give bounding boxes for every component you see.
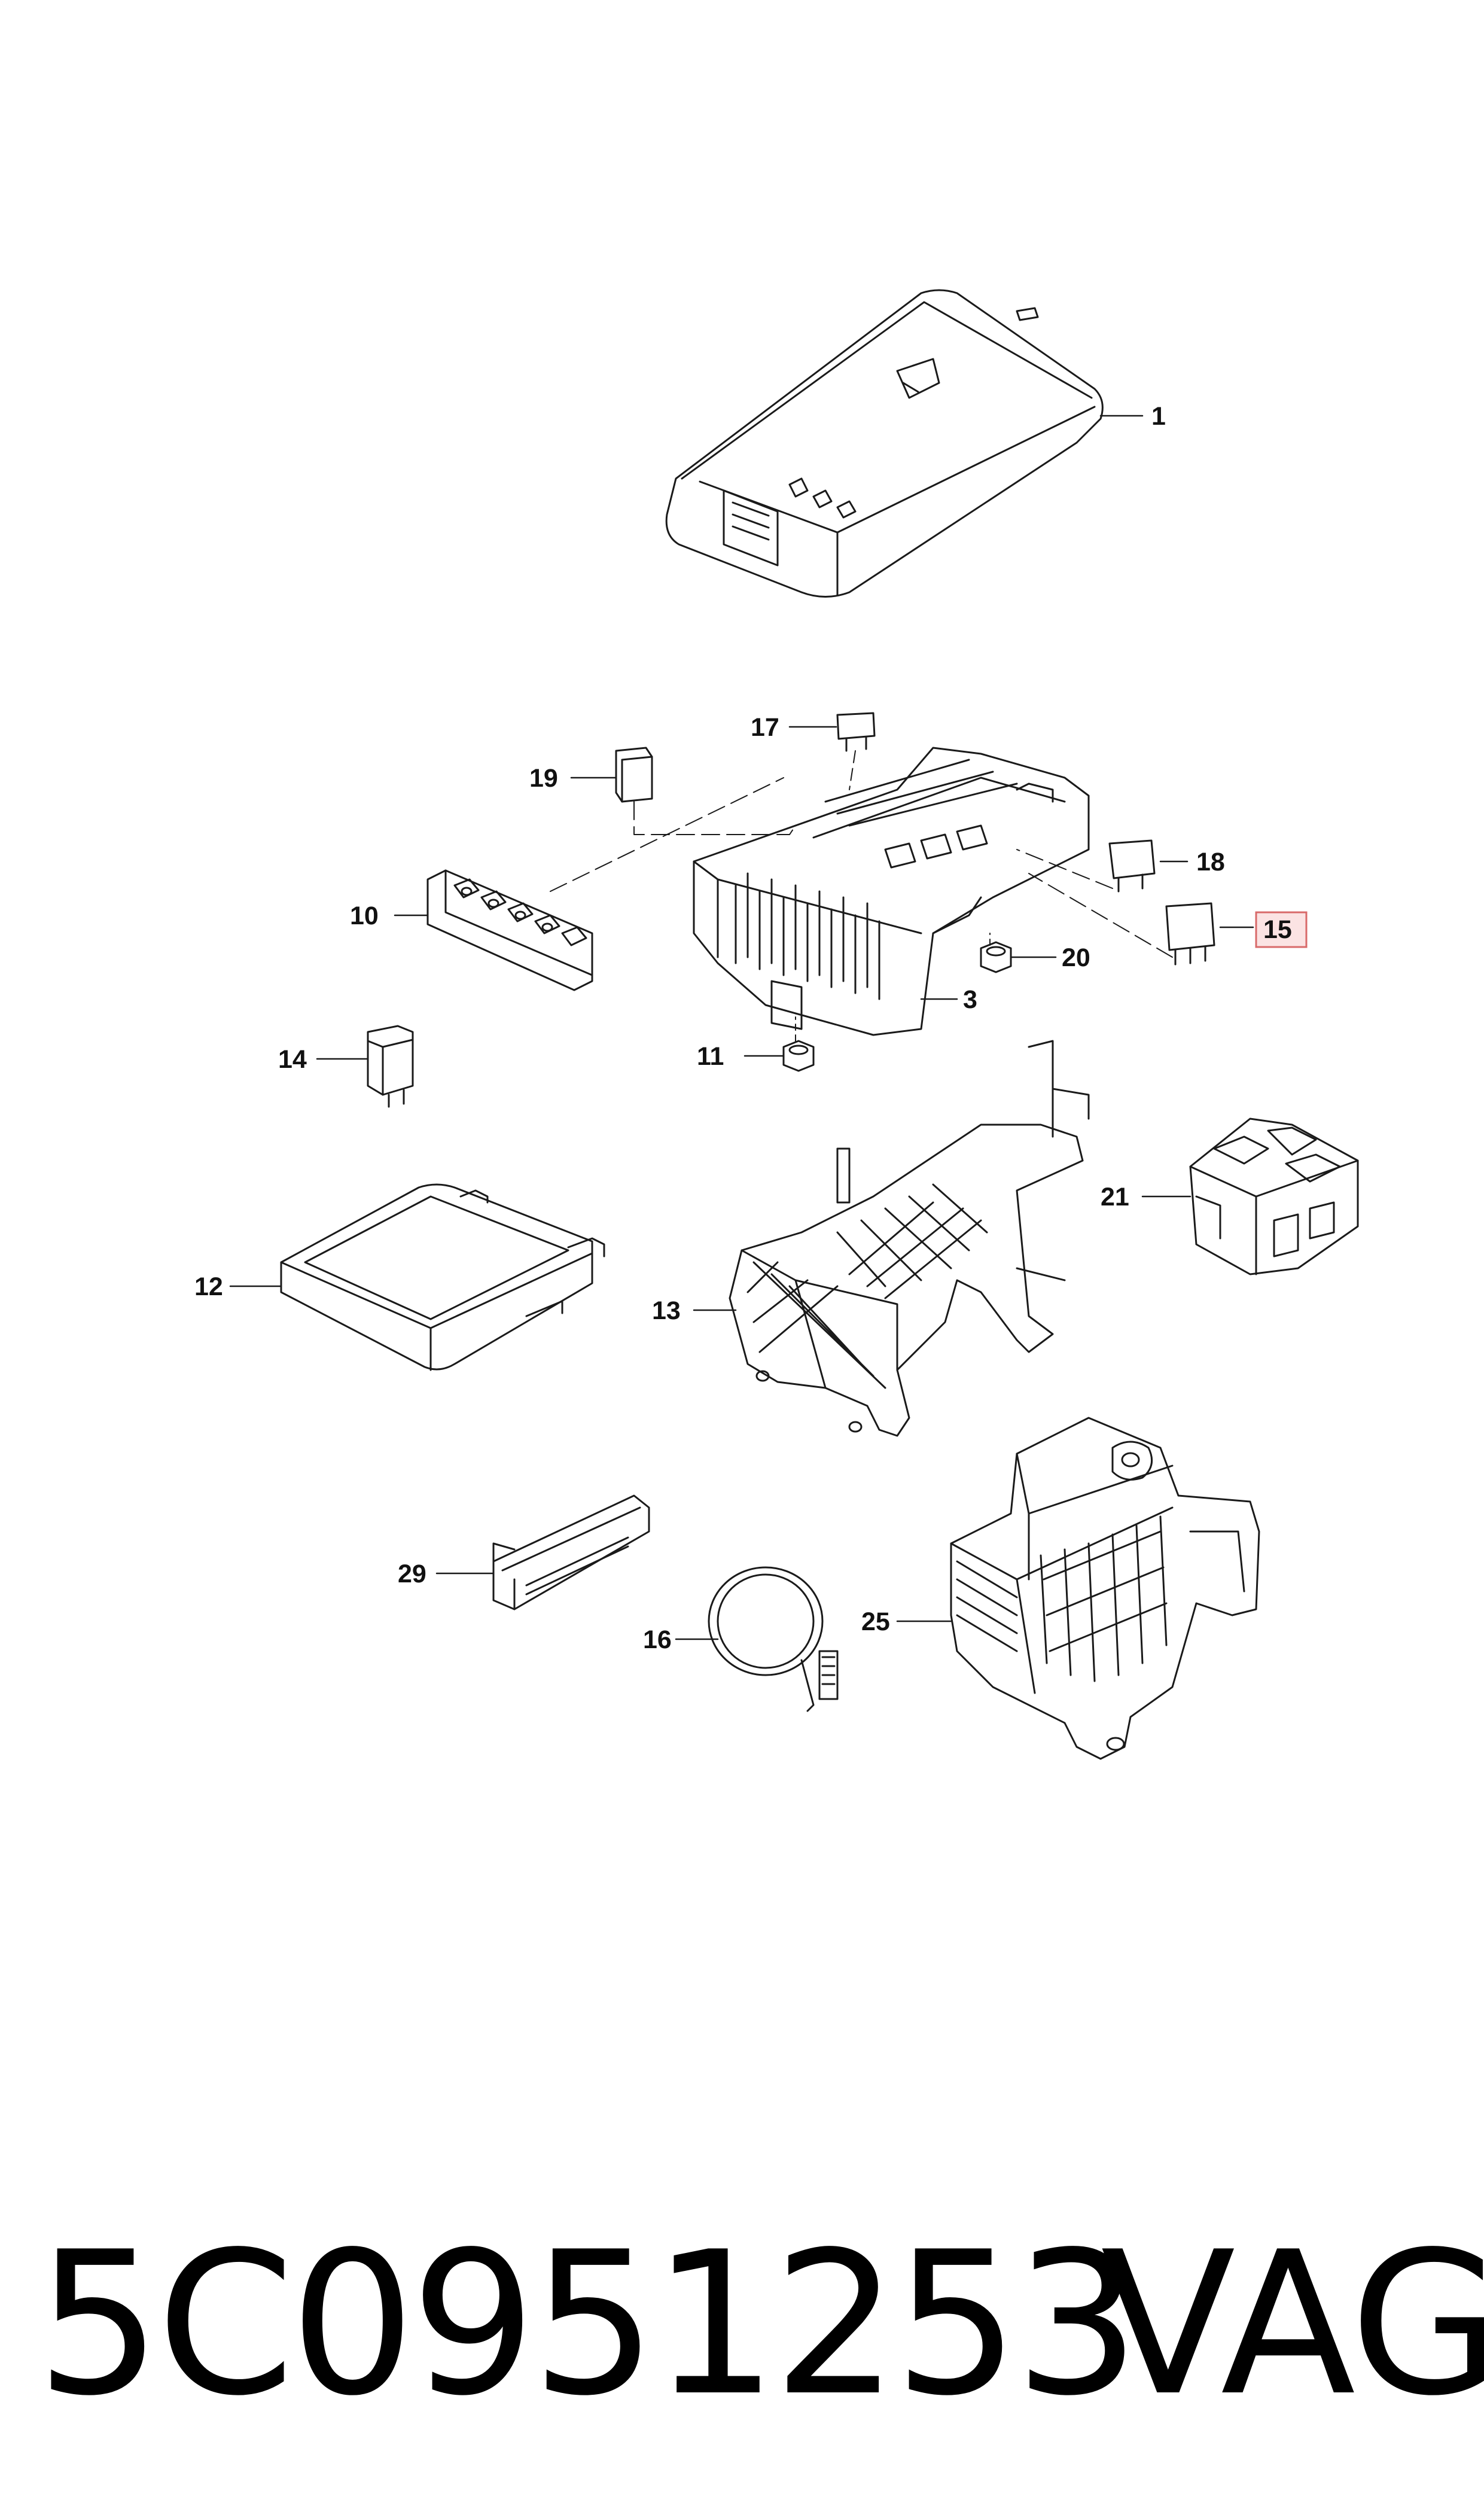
callout-15: 15 xyxy=(1263,915,1292,944)
leader-lines xyxy=(229,415,1254,1640)
callout-18: 18 xyxy=(1196,848,1225,876)
part-21-relay-carrier xyxy=(1190,1119,1358,1274)
callout-3: 3 xyxy=(963,985,977,1014)
part-10-terminal-strip xyxy=(428,870,592,990)
part-13-bracket xyxy=(730,1041,1089,1436)
exploded-parts-diagram: 1 3 10 11 12 13 14 15 16 17 18 19 20 21 … xyxy=(194,0,1484,2154)
part-20-nut xyxy=(981,942,1011,972)
callout-labels: 1 3 10 11 12 13 14 15 16 17 18 19 20 21 … xyxy=(194,402,1292,1654)
part-18-fuse xyxy=(1110,841,1154,891)
part-15-relay xyxy=(1166,903,1214,964)
callout-10: 10 xyxy=(350,902,379,930)
part-number: 5C0951253 xyxy=(36,2209,1140,2439)
callout-14: 14 xyxy=(278,1045,307,1074)
callout-1: 1 xyxy=(1151,402,1166,431)
part-19-fuse xyxy=(616,748,652,802)
part-14-relay xyxy=(368,1026,413,1107)
part-1-cover xyxy=(666,290,1102,597)
callout-25: 25 xyxy=(861,1607,890,1636)
part-11-nut xyxy=(784,1041,813,1071)
callout-20: 20 xyxy=(1062,943,1090,972)
part-16-cable-tie xyxy=(709,1567,837,1711)
callout-11: 11 xyxy=(697,1042,724,1071)
callout-12: 12 xyxy=(194,1272,223,1301)
brand-name: VAG xyxy=(1101,2209,1484,2439)
callout-16: 16 xyxy=(643,1625,672,1654)
part-17-mini-fuse xyxy=(837,713,874,751)
part-29-clip-strip xyxy=(493,1496,649,1609)
callout-19: 19 xyxy=(529,764,558,793)
callout-13: 13 xyxy=(652,1296,681,1325)
part-25-electronics-box xyxy=(951,1418,1259,1759)
callout-29: 29 xyxy=(398,1560,426,1588)
callout-15-highlight xyxy=(1255,911,1308,948)
callout-17: 17 xyxy=(751,713,779,742)
part-3-fuse-carrier xyxy=(694,748,1089,1035)
part-12-control-module xyxy=(281,1185,604,1370)
exploded-view-lines xyxy=(550,750,1173,1042)
callout-21: 21 xyxy=(1101,1183,1129,1211)
